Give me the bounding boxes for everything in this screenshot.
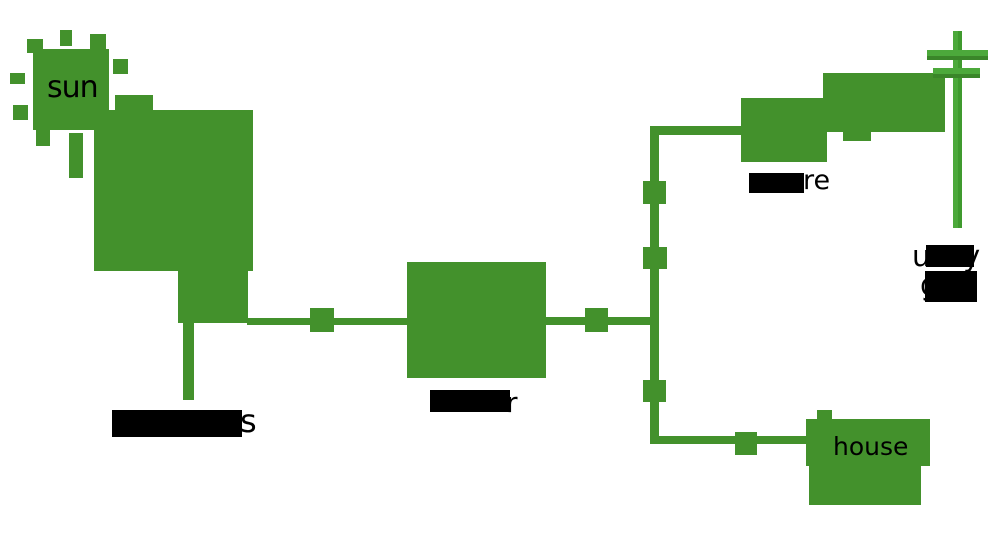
solar-panel-body — [94, 110, 253, 271]
redaction-box — [430, 390, 510, 412]
bus-vertical-wire — [650, 126, 659, 443]
sun-ray-icon — [60, 30, 72, 46]
solar-panel-mount — [178, 270, 248, 323]
redaction-box — [112, 410, 242, 437]
redaction-box — [749, 173, 804, 193]
sun-ray-icon — [36, 130, 50, 146]
utility-pole-crossbar — [927, 50, 988, 60]
meter-notch — [843, 132, 871, 141]
wire-bus-to-house — [650, 436, 806, 444]
utility-label-fragment-u: u — [912, 239, 930, 273]
redaction-box — [925, 271, 977, 302]
junction-node — [585, 308, 608, 332]
solar-panels-label-fragment: s — [240, 402, 257, 440]
wire-bus-to-meter — [650, 126, 742, 135]
sun-ray-icon — [69, 133, 83, 178]
inverter-box — [407, 262, 546, 378]
sun-ray-icon — [13, 105, 28, 120]
junction-node — [643, 380, 666, 402]
solar-panel-notch — [115, 95, 153, 111]
house-upper — [806, 419, 930, 466]
utility-pole-mast — [953, 31, 962, 228]
house-lower — [809, 466, 921, 505]
utility-pole-crossbar — [933, 68, 980, 78]
sun-ray-icon — [90, 34, 106, 49]
meter-label-fragment: re — [803, 165, 831, 196]
junction-node — [643, 247, 667, 269]
house-label: house — [833, 432, 909, 461]
inverter-label-fragment: r — [506, 386, 517, 419]
sun-ray-icon — [10, 73, 25, 84]
junction-node — [643, 181, 666, 204]
junction-node — [310, 308, 334, 332]
meter-body-right — [823, 73, 945, 132]
sun-ray-icon — [113, 59, 128, 74]
sun-label: sun — [47, 70, 99, 105]
junction-node — [735, 432, 757, 455]
meter-body-left — [741, 98, 827, 162]
solar-panel-leader-line — [183, 323, 194, 400]
redaction-box — [926, 245, 974, 267]
house-chimney — [817, 410, 832, 420]
